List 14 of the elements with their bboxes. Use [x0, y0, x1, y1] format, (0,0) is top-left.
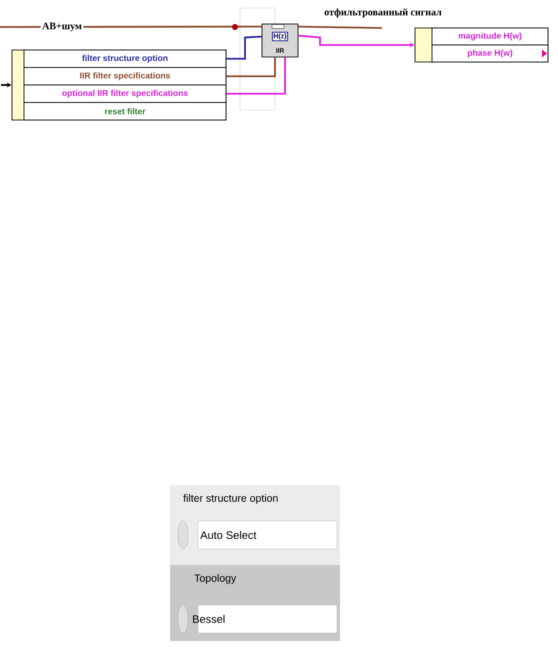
ring-control: Topology Bessel [170, 565, 340, 641]
cluster-row: phase H(w) [432, 44, 548, 62]
cluster-row: optional IIR filter specifications [24, 84, 226, 103]
cluster-row: IIR filter specifications [24, 67, 226, 86]
cluster-row: reset filter [24, 102, 226, 120]
ring-control: filter structure option Auto Select [170, 485, 340, 565]
wire [226, 57, 286, 95]
wire [226, 57, 276, 78]
wire-label: АВ+шум [40, 21, 84, 33]
wire [298, 26, 382, 29]
wire [226, 36, 262, 60]
wire-label: отфильтрованный сигнал [322, 6, 444, 20]
cluster-row: magnitude H(w) [432, 28, 548, 46]
cluster-row: filter structure option [24, 50, 226, 68]
